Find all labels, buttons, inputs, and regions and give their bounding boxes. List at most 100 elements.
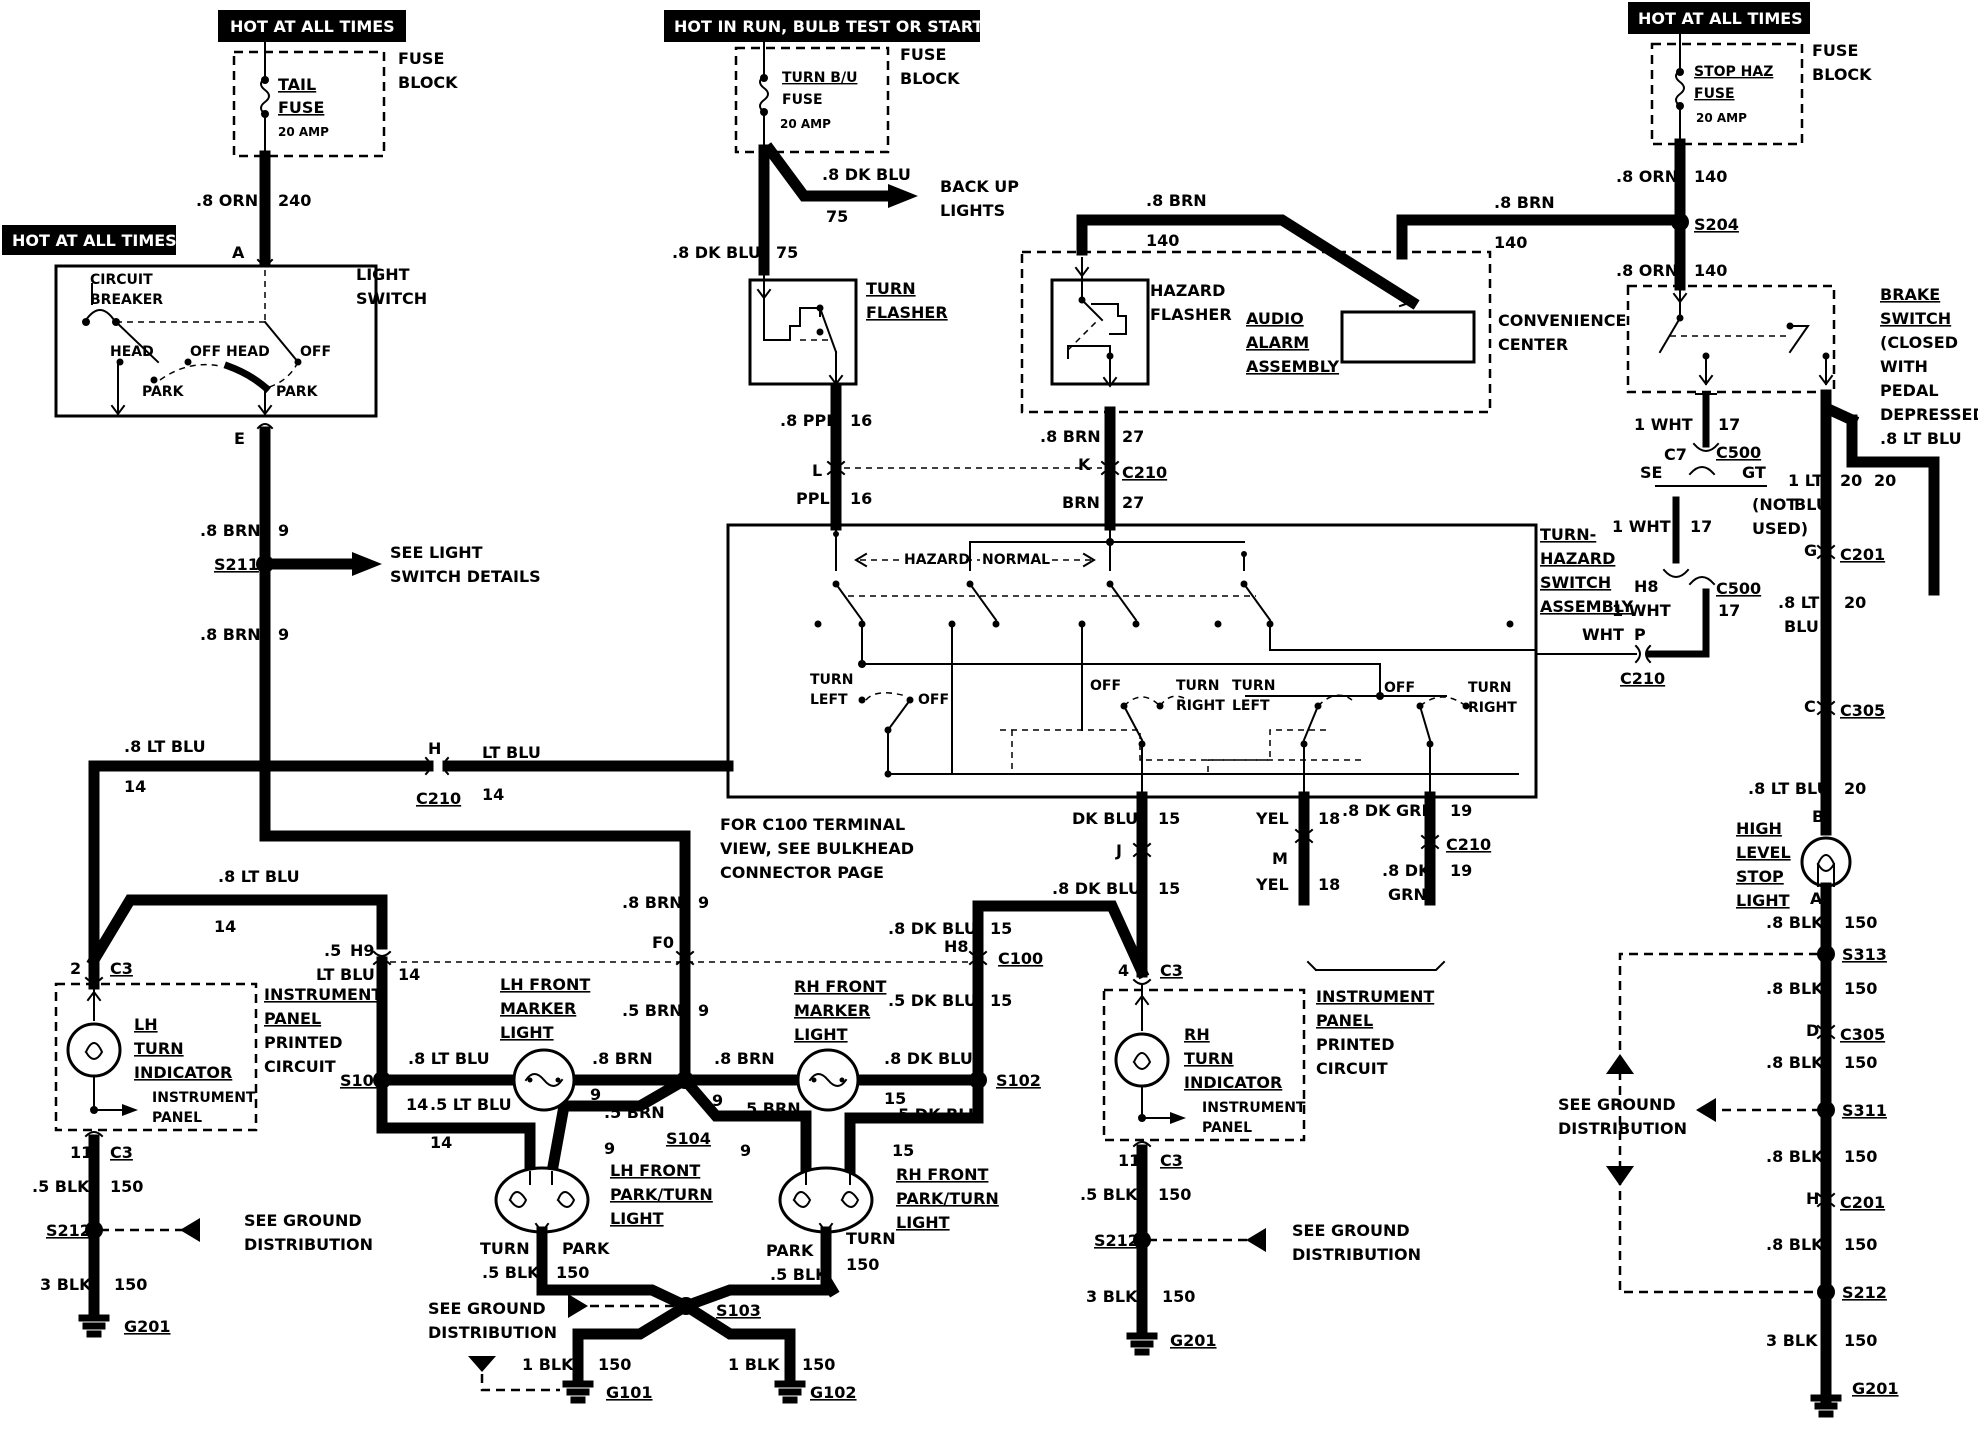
rh-c3-label: C3 [1160,961,1183,980]
wire-14-ltblu: .8 LT BLU 14 H C210 LT BLU 14 .8 LT BLU … [86,737,734,990]
wire-19b-color: .8 DK [1382,861,1431,880]
see-light-1: SEE LIGHT [390,543,483,562]
turn-fuse-block2: BLOCK [900,69,960,88]
wire-9i-color: .5 BRN [740,1099,801,1118]
rh-ip-1: INSTRUMENT [1202,1100,1306,1116]
stop-fuse-block2: BLOCK [1812,65,1872,84]
wire-18-19: YEL 18 .8 DK GRN 19 C210 M YEL 18 .8 DK … [1255,791,1491,906]
see-ground-c-1: SEE GROUND [428,1299,546,1318]
see-ground-l-1: SEE GROUND [244,1211,362,1230]
lh-park-gnd-circuit: 150 [556,1263,589,1282]
ipc-l-3: PRINTED [264,1033,343,1052]
c305-d-label: C305 [1840,1025,1885,1044]
brake-ltblu: .8 LT BLU [1880,429,1962,448]
wire-140a-color: .8 BRN [1146,191,1207,210]
backup-1: BACK UP [940,177,1019,196]
wire-15e-color: .8 DK BLU [884,1049,973,1068]
hl-1: HIGH [1736,819,1782,838]
wire-15f-circuit: 15 [884,1089,906,1108]
rh-gnd-color: .5 BLK [1080,1185,1138,1204]
wire-140d-color: .8 ORN [1616,261,1678,280]
wire-17-wht: 1 WHT 17 C7 C500 SE GT 1 WHT 17 (NOT USE… [1535,391,1808,688]
s212-r-label: S212 [1842,1283,1887,1302]
wire-150d-circuit: 150 [1844,1147,1877,1166]
wire-150c-circuit: 150 [1844,1053,1877,1072]
wire-150a-circuit: 150 [1844,913,1877,932]
hl-2: LEVEL [1736,843,1791,862]
lh-gnd-color: .5 BLK [32,1177,90,1196]
wire-17a-circuit: 17 [1718,415,1740,434]
g101-gnd-color: 1 BLK [522,1355,574,1374]
rh-turn-1: RH [1184,1025,1210,1044]
c500-b-label: C500 [1716,579,1761,598]
lh-front-park-turn-light: LH FRONT PARK/TURN LIGHT TURN PARK .5 BL… [480,1161,713,1296]
wire-75a-color: .8 DK BLU [672,243,761,262]
wire-9a-circuit: 9 [278,521,289,540]
conn-a2-label: A [1810,889,1823,908]
turn-flasher: TURN FLASHER [748,269,948,386]
see-ground-l-2: DISTRIBUTION [244,1235,373,1254]
off-3: OFF [1384,680,1415,696]
see-ground-r-2: DISTRIBUTION [1558,1119,1687,1138]
light-switch-label2: SWITCH [356,289,427,308]
lh-c3b-label: C3 [110,1143,133,1162]
see-ground-rc-1: SEE GROUND [1292,1221,1410,1240]
brake-2: SWITCH [1880,309,1951,328]
wire-19b-grn: GRN [1388,885,1427,904]
wire-27-color: .8 BRN [1040,427,1101,446]
stop-fuse-name2: FUSE [1694,86,1735,102]
turn-left-1b: LEFT [810,692,848,708]
turn-fuse-block1: FUSE [900,45,946,64]
wire-14c-color: .8 LT BLU [218,867,300,886]
lh-park-1: LH FRONT [610,1161,700,1180]
wire-150-stop: A 150 .8 BLK S313 .8 BLK 150 D C305 .8 B… [1766,882,1899,1418]
f0-label: F0 [652,933,674,952]
h8-label: H8 [944,937,969,956]
conn-a-label: A [232,243,245,262]
hl-3: STOP [1736,867,1784,886]
wire-17b-color: 1 WHT [1612,517,1671,536]
brake-4: WITH [1880,357,1928,376]
wire-240-tail: .8 ORN 240 A [196,150,311,266]
wire-9b-circuit: 9 [278,625,289,644]
wire-75a-circuit: 75 [776,243,798,262]
header-hot-left2-text: HOT AT ALL TIMES [12,231,177,250]
wire-140a-circuit: 140 [1146,231,1179,250]
wire-150e-color: .8 BLK [1766,1235,1824,1254]
brn-label: BRN [1062,493,1100,512]
s211-label: S211 [214,555,259,574]
wire-15c-circuit: 15 [990,919,1012,938]
wire-20c-color: .8 LT [1778,593,1819,612]
rh-c3b-label: C3 [1160,1151,1183,1170]
h8-c500-label: H8 [1634,577,1659,596]
g101-gnd-circuit: 150 [598,1355,631,1374]
lh-gnd2-color: 3 BLK [40,1275,92,1294]
wire-140-brn-top: .8 BRN 140 .8 BRN 140 [1076,191,1686,310]
wire-9e-color: .8 BRN [592,1049,653,1068]
conn-d-label: D [1806,1021,1819,1040]
ipc-r-4: CIRCUIT [1316,1059,1388,1078]
wire-140c-color: .8 ORN [1616,167,1678,186]
ipc-r-3: PRINTED [1316,1035,1395,1054]
wire-15c-color: .8 DK BLU [888,919,977,938]
see-ground-c-2: DISTRIBUTION [428,1323,557,1342]
wire-15d-color: .5 DK BLU [888,991,977,1010]
high-level-stop-light: HIGH LEVEL STOP LIGHT [1736,819,1852,910]
g201-c-label: G201 [1170,1331,1217,1350]
c100-note-2: VIEW, SEE BULKHEAD [720,839,914,858]
ls-park-1: PARK [142,384,185,400]
ipc-l-1: INSTRUMENT [264,985,382,1004]
ltblu-label: LT BLU [482,743,541,762]
wire-9d-color: .5 BRN [622,1001,683,1020]
s311-label: S311 [1842,1101,1887,1120]
dkblu-label: DK BLU [1072,809,1138,828]
wire-14d-color: .8 LT BLU [408,1049,490,1068]
convenience-1: CONVENIENCE [1498,311,1626,330]
wire-240-circuit: 240 [278,191,311,210]
wire-9d-circuit: 9 [698,1001,709,1020]
wire-20a-color: 1 LT [1788,471,1823,490]
wire-20d-color: .8 LT BLU [1748,779,1830,798]
g201-l-label: G201 [124,1317,171,1336]
lh-marker-2: MARKER [500,999,576,1018]
audio-alarm-1: AUDIO [1246,309,1304,328]
